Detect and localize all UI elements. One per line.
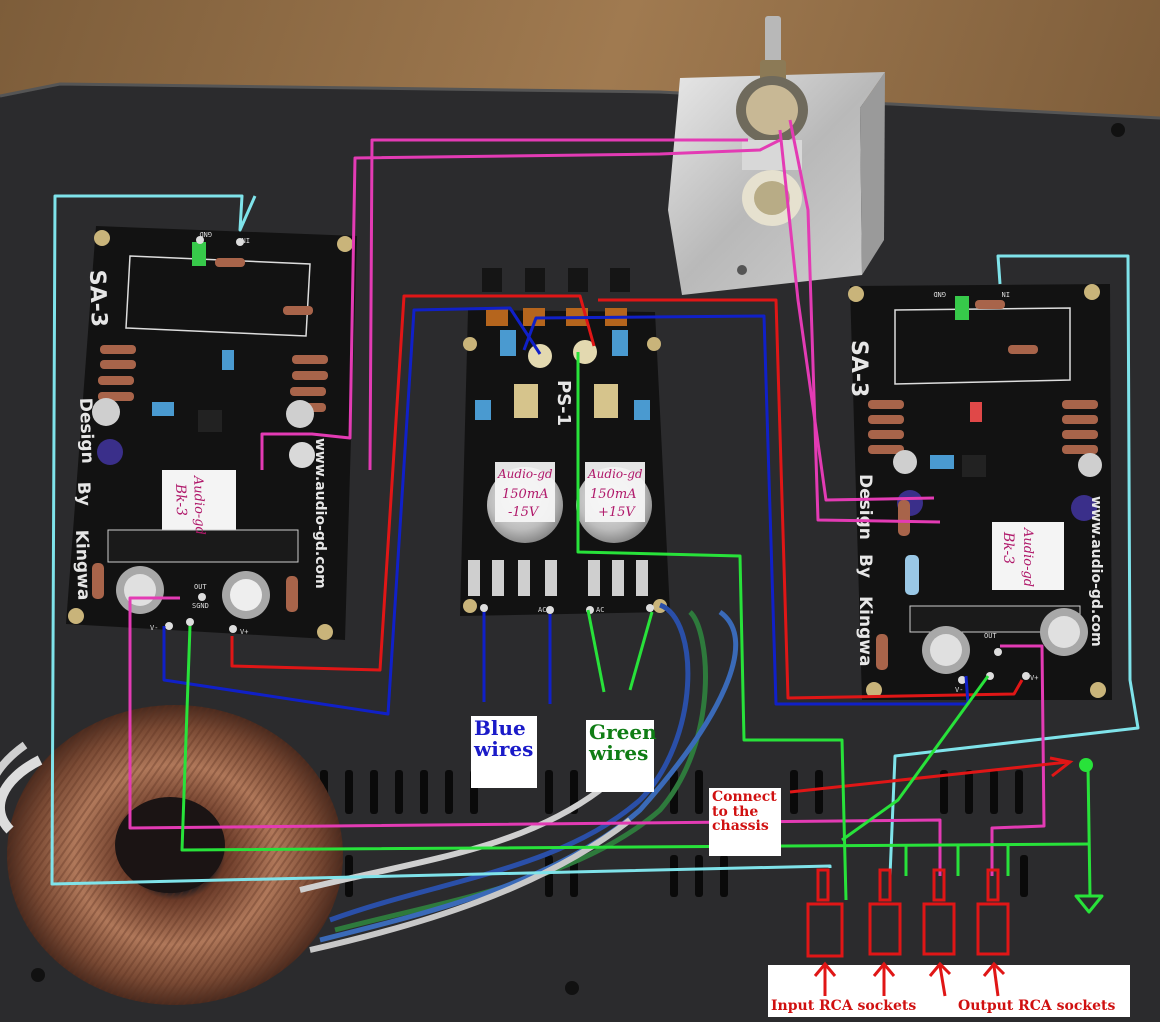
left-board-sticker-1: Audio-gd bbox=[190, 475, 207, 536]
right-board-sticker-2: Bk-3 bbox=[1000, 531, 1016, 564]
right-board-silk-vpos: V+ bbox=[1030, 674, 1038, 682]
output-rca-label: Output RCA sockets bbox=[958, 998, 1116, 1014]
input-rca-label: Input RCA sockets bbox=[771, 998, 917, 1014]
right-board-sticker-1: Audio-gd bbox=[1020, 527, 1035, 587]
right-board-credit-3: Kingwa bbox=[855, 596, 875, 666]
psu-cap-right-1: Audio-gd bbox=[587, 467, 643, 481]
psu-silk-ac2: AC bbox=[596, 606, 604, 614]
right-board-credit-2: By bbox=[855, 554, 875, 578]
right-board-silk-in: IN bbox=[1002, 290, 1010, 298]
right-sa3-board: SA-3 Design By Kingwa www.audio-gd.com A… bbox=[846, 284, 1112, 700]
psu-cap-right-3: +15V bbox=[598, 505, 636, 520]
left-board-url: www.audio-gd.com bbox=[312, 438, 328, 589]
toroidal-transformer bbox=[0, 705, 343, 1005]
psu-cap-right-2: 150mA bbox=[590, 487, 637, 502]
rca-arrows bbox=[813, 961, 1006, 997]
psu-silk-ac1: AC bbox=[538, 606, 546, 614]
right-board-silk-vneg: V- bbox=[955, 686, 963, 694]
left-sa3-board: SA-3 Design By Kingwa www.audio-gd.com A… bbox=[66, 226, 357, 640]
right-board-model: SA-3 bbox=[846, 340, 871, 397]
left-board-credit-1: Design bbox=[75, 397, 97, 464]
right-board-url: www.audio-gd.com bbox=[1088, 496, 1104, 647]
right-board-credit-1: Design bbox=[855, 474, 875, 540]
chassis-ground-point bbox=[1079, 758, 1093, 772]
right-board-silk-out: OUT bbox=[984, 632, 997, 640]
annotation-wires bbox=[50, 119, 1140, 914]
psu-model: PS-1 bbox=[553, 380, 574, 426]
left-board-silk-vpos: V+ bbox=[240, 628, 248, 636]
volume-potentiometer bbox=[668, 16, 885, 295]
left-board-silk-out: OUT bbox=[194, 583, 207, 591]
blue-wires-label: Blue wires bbox=[471, 716, 537, 788]
connect-chassis-label: Connect to the chassis bbox=[709, 788, 781, 856]
psu-cap-left-2: 150mA bbox=[502, 487, 549, 502]
left-board-credit-3: Kingwa bbox=[71, 529, 93, 600]
ac-wire-bundle bbox=[299, 602, 739, 953]
left-board-sticker-2: Bk-3 bbox=[172, 483, 189, 517]
left-board-silk-gnd: GND bbox=[199, 230, 212, 238]
left-board-silk-sgnd: SGND bbox=[192, 602, 209, 610]
vent-slots bbox=[320, 770, 1028, 897]
psu-cap-left-1: Audio-gd bbox=[497, 467, 553, 481]
rca-sockets bbox=[806, 868, 1010, 958]
left-board-silk-vneg: V- bbox=[150, 624, 158, 632]
left-board-model: SA-3 bbox=[84, 269, 111, 327]
psu-cap-left-3: -15V bbox=[508, 505, 540, 520]
psu-board: PS-1 Audio-gd 150mA -15V Audio-gd 150mA … bbox=[460, 268, 670, 616]
left-board-silk-in: IN bbox=[242, 236, 250, 244]
left-board-credit-2: By bbox=[73, 481, 94, 506]
green-wires-label: Green wires bbox=[586, 720, 657, 792]
right-board-silk-gnd: GND bbox=[933, 290, 946, 298]
